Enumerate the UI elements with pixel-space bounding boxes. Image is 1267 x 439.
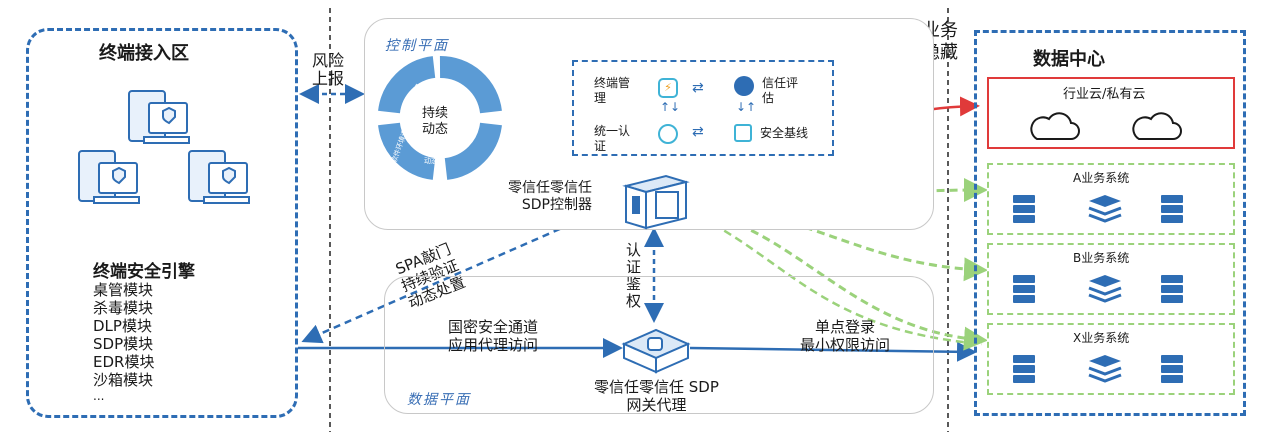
sso-arrow (689, 341, 977, 362)
layers-icon (1088, 195, 1122, 223)
cycle-center-label: 持续 动态 (422, 106, 449, 137)
controller-server-icon (622, 174, 690, 230)
system-title: X业务系统 (1073, 331, 1130, 345)
server-icon (1013, 275, 1035, 303)
link-system-x-2 (689, 210, 983, 346)
system-title: B业务系统 (1073, 251, 1130, 265)
endpoint-mgmt-label: 终端管 理 (594, 76, 631, 105)
terminal-zone-title: 终端接入区 (99, 43, 189, 64)
module-item: 沙箱模块 (93, 371, 154, 389)
unified-auth-label: 统一认 证 (594, 124, 631, 153)
trust-eval-label: 信任评 估 (762, 76, 799, 105)
data-center-title: 数据中心 (1033, 49, 1105, 70)
module-item: 桌管模块 (93, 281, 154, 299)
data-center: 数据中心 行业云/私有云 A业务系统 B业务系统 X业务系统 (974, 30, 1246, 416)
risk-report-label: 风险 上报 (312, 51, 345, 88)
computer-icons (78, 90, 250, 204)
cloud-title: 行业云/私有云 (1063, 87, 1146, 102)
system-box-x: X业务系统 (987, 323, 1235, 395)
sso-label: 单点登录 最小权限访问 (800, 318, 891, 354)
computer-icon (188, 150, 250, 204)
control-plane-title: 控制平面 (385, 38, 449, 54)
security-baseline-label: 安全基线 (760, 126, 809, 140)
data-plane: 数据平面 (384, 276, 934, 414)
server-icon (1013, 355, 1035, 383)
server-icon (1161, 195, 1183, 223)
brain-head-icon (734, 76, 754, 96)
lightning-icon: ⚡ (658, 78, 678, 98)
server-icon (1161, 355, 1183, 383)
terminal-zone: 终端接入区 终端安全引擎 桌管模块 杀毒模块 DLP模块 SDP模块 EDR模块… (26, 28, 298, 418)
engine-title: 终端安全引擎 (93, 262, 195, 282)
cycle-ring (378, 55, 502, 180)
server-icon (1013, 195, 1035, 223)
up-down-arrow-icon: ↑↓ (660, 100, 681, 114)
system-title: A业务系统 (1073, 171, 1130, 185)
system-box-a: A业务系统 (987, 163, 1235, 235)
module-item: DLP模块 (93, 317, 152, 335)
data-plane-title: 数据平面 (407, 392, 471, 408)
server-icon (1161, 275, 1183, 303)
cycle-arc (439, 55, 502, 114)
baseline-icon (734, 124, 752, 142)
layers-icon (1088, 355, 1122, 383)
auth-label: 认 证 鉴 权 (626, 241, 642, 310)
channel-label: 国密安全通道 应用代理访问 (448, 318, 539, 354)
up-down-arrow-icon: ↓↑ (736, 100, 757, 114)
computer-icon (128, 90, 190, 144)
cloud-icon (1030, 112, 1080, 140)
spa-arrow (301, 198, 627, 344)
control-panel: 终端管 理 ⚡ ⇄ 信任评 估 ↑↓ ↓↑ 统一认 证 ⇄ 安全基线 (572, 60, 834, 156)
module-item: EDR模块 (93, 353, 155, 371)
exchange-icon: ⇄ (692, 124, 704, 140)
module-item: ... (93, 389, 105, 403)
cycle-arc-label: 动态 (424, 157, 438, 165)
cloud-icons (1030, 112, 1182, 140)
cycle-arc (444, 122, 502, 180)
system-box-b: B业务系统 (987, 243, 1235, 315)
cloud-box: 行业云/私有云 (987, 77, 1235, 149)
gateway-icon (621, 328, 691, 374)
cycle-arc (378, 122, 436, 180)
module-item: SDP模块 (93, 335, 154, 353)
exchange-icon: ⇄ (692, 80, 704, 96)
cloud-icon (1132, 112, 1182, 140)
user-icon (658, 124, 678, 144)
layers-icon (1088, 275, 1122, 303)
controller-label: 零信任零信任 SDP控制器 (508, 180, 592, 213)
cycle-arc (378, 56, 436, 114)
module-item: 杀毒模块 (93, 299, 154, 317)
module-list: 桌管模块 杀毒模块 DLP模块 SDP模块 EDR模块 沙箱模块 ... (93, 281, 154, 404)
computer-icon (78, 150, 140, 204)
gateway-label: 零信任零信任 SDP 网关代理 (594, 378, 719, 414)
